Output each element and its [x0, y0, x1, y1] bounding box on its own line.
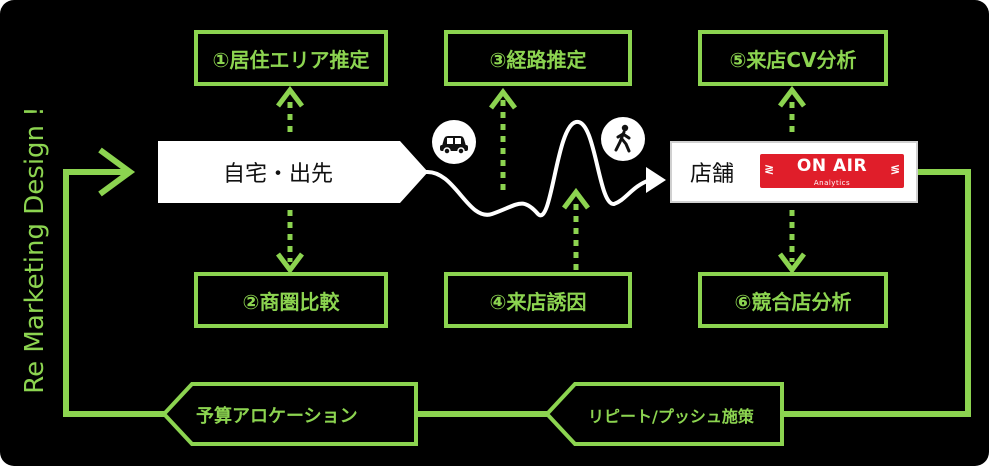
step-label: ⑤来店CV分析 [729, 47, 857, 72]
home-node-shape [158, 141, 428, 203]
journey-wave-path [424, 120, 652, 218]
arrowhead-5 [778, 85, 806, 108]
step-visit-cv[interactable]: ⑤来店CV分析 [698, 30, 888, 86]
walking-person-icon [601, 117, 645, 161]
home-label: 自宅・出先 [222, 162, 333, 187]
step-label: ④来店誘因 [489, 289, 587, 314]
step-route[interactable]: ③経路推定 [444, 30, 632, 86]
home-node[interactable]: 自宅・出先 [158, 141, 398, 203]
step-label: ⑥競合店分析 [734, 289, 852, 314]
car-icon [432, 120, 476, 164]
arrowhead-6 [778, 252, 806, 275]
loop-arrowhead [98, 147, 136, 197]
onair-logo-main: ON AIR [796, 156, 868, 176]
arrowhead-2 [276, 252, 304, 275]
store-label: 店舗 [690, 162, 735, 187]
step-visit-trigger[interactable]: ④来店誘因 [444, 272, 632, 328]
step-label: ①居住エリア推定 [212, 47, 370, 72]
step-label: ②商圏比較 [242, 289, 340, 314]
loop-line-right [782, 169, 971, 417]
budget-allocation-label[interactable]: 予算アロケーション [196, 406, 358, 427]
onair-logo-sub: Analytics [813, 179, 851, 187]
arrowhead-1 [276, 85, 304, 108]
arrowhead-4 [562, 187, 590, 210]
loop-line-left [63, 169, 168, 417]
onair-logo: ≷ ON AIR Analytics ≶ [760, 154, 904, 188]
step-competitor[interactable]: ⑥競合店分析 [698, 272, 888, 328]
arrowhead-3 [489, 87, 517, 110]
step-residence-area[interactable]: ①居住エリア推定 [194, 30, 388, 86]
repeat-push-label[interactable]: リピート/プッシュ施策 [588, 407, 754, 426]
budget-arrow-shape [161, 382, 418, 446]
step-trade-area[interactable]: ②商圏比較 [194, 272, 388, 328]
journey-arrowhead [646, 167, 666, 193]
repeat-arrow-shape [544, 382, 784, 446]
step-label: ③経路推定 [489, 47, 587, 72]
